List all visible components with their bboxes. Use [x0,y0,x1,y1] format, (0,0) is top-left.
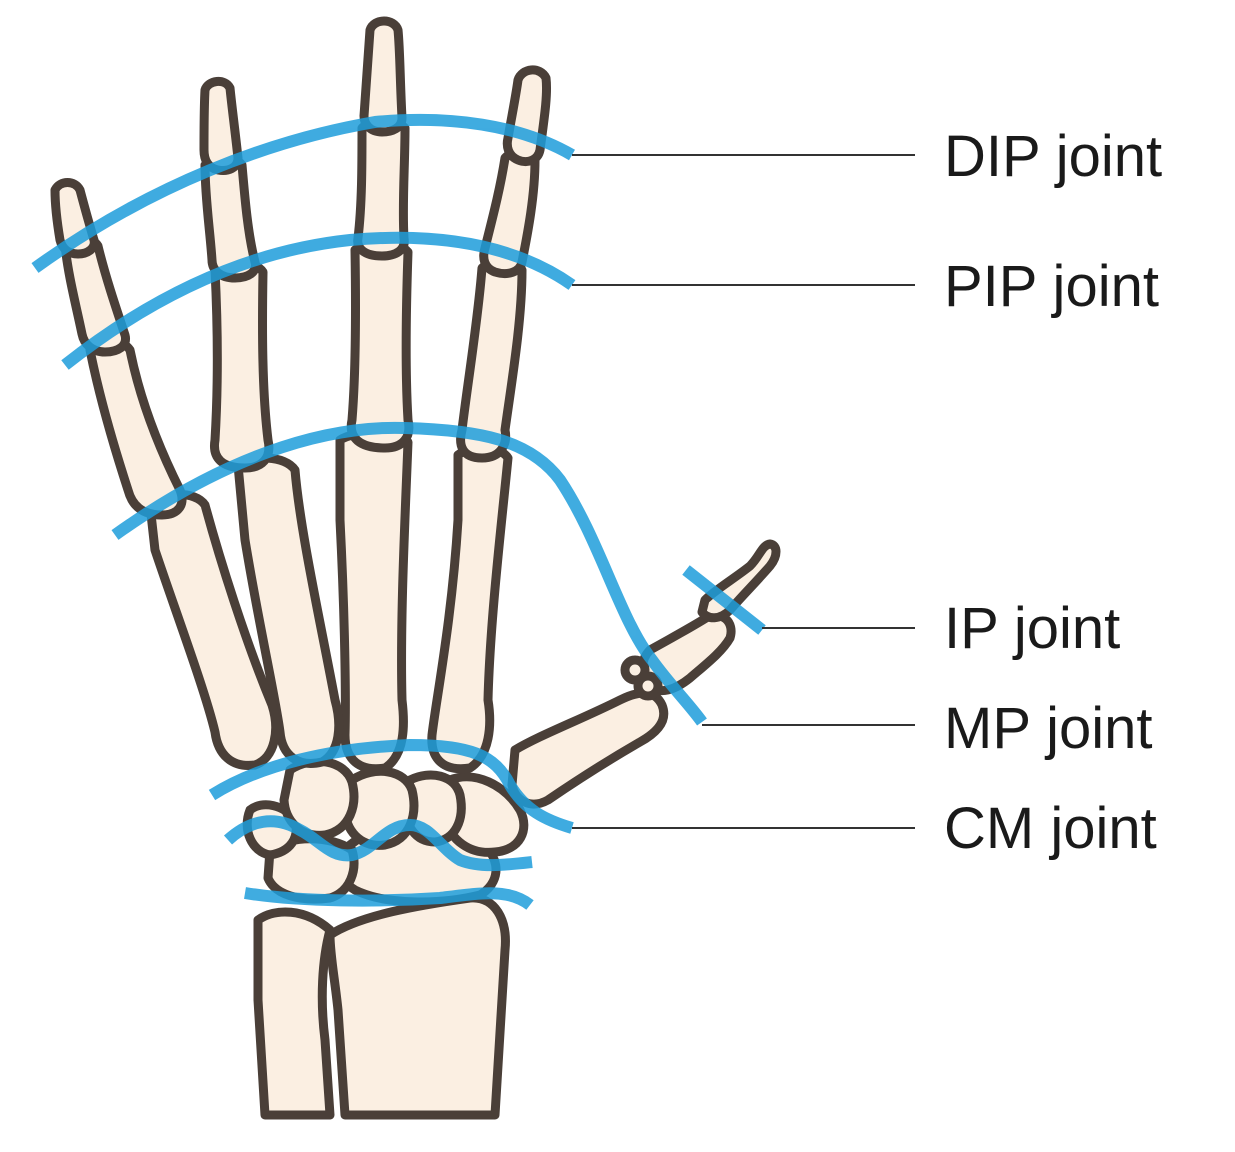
distal-phalanx-index [502,65,552,167]
proximal-phalanx-ring [209,258,274,473]
dip-joint-line [31,113,575,273]
distal-phalanx-middle [359,16,407,137]
radius-bone [325,893,510,1120]
mp-joint-line [111,421,707,726]
metacarpal-ring [233,453,344,768]
metacarpal-middle [335,428,413,774]
cm-joint-label: CM joint [944,796,1157,861]
distal-phalanx-ring [199,77,243,175]
middle-phalanx-middle [353,116,410,261]
middle-phalanx-ring [200,153,260,283]
proximal-phalanx-middle [346,238,414,453]
metacarpal-thumb [507,688,669,809]
sesamoid-bone-2 [633,671,663,701]
ip-joint-line [682,565,766,635]
proximal-phalanx-little [85,336,187,520]
metacarpal-index [427,443,513,774]
metacarpal-little [145,490,281,770]
ulna-bone [253,907,335,1120]
pip-joint-line [61,231,576,370]
ip-joint-label: IP joint [944,596,1121,661]
radiocarpal-joint-line [244,887,534,910]
leader-lines [572,154,915,829]
joint-lines [31,113,766,910]
pip-joint-label: PIP joint [944,254,1159,319]
dip-joint-label: DIP joint [944,124,1163,189]
intercarpal-joint-line [223,815,533,872]
mp-joint-label: MP joint [944,696,1153,761]
cm-joint-line [208,739,574,834]
hand-bones [50,16,781,1120]
